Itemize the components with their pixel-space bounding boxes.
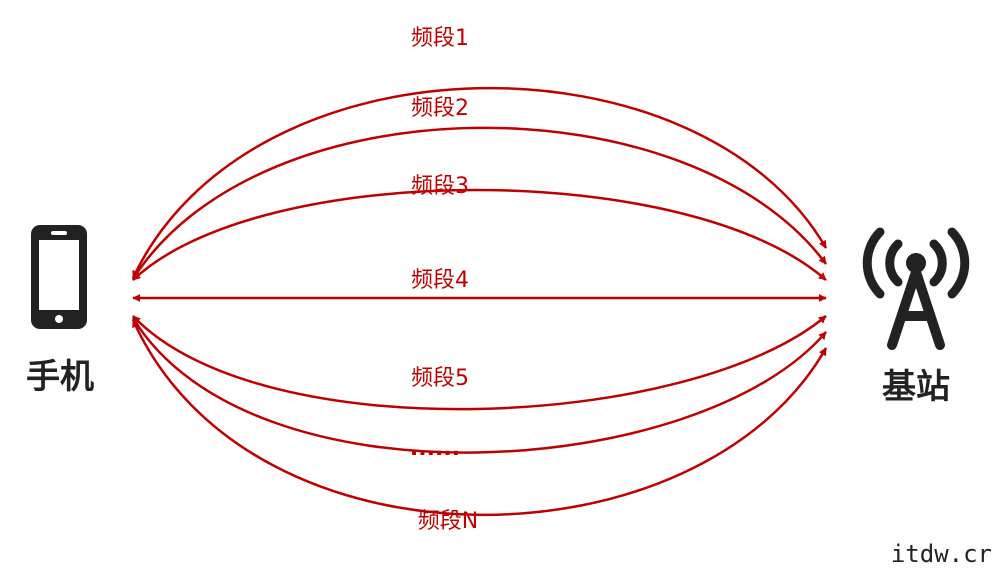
band-link-5 [132, 315, 827, 411]
band-label-ellipsis: ...... [410, 436, 460, 461]
band-label-3: 频段3 [411, 174, 469, 199]
band-label-5: 频段5 [411, 366, 469, 391]
band-label-2: 频段2 [411, 96, 469, 121]
smartphone-icon [31, 225, 87, 329]
band-label-n: 频段N [418, 509, 478, 534]
station-label: 基站 [882, 367, 950, 407]
band-link-n [131, 319, 828, 516]
band-link-1 [131, 86, 828, 279]
watermark-text: itdw.cr [891, 540, 992, 568]
phone-label: 手机 [26, 357, 94, 397]
cell-tower-icon [862, 227, 970, 350]
band-link-6 [131, 317, 827, 454]
band-label-4: 频段4 [411, 268, 469, 293]
band-label-1: 频段1 [411, 26, 469, 51]
band-link-2 [131, 126, 828, 280]
band-link-3 [132, 188, 827, 281]
